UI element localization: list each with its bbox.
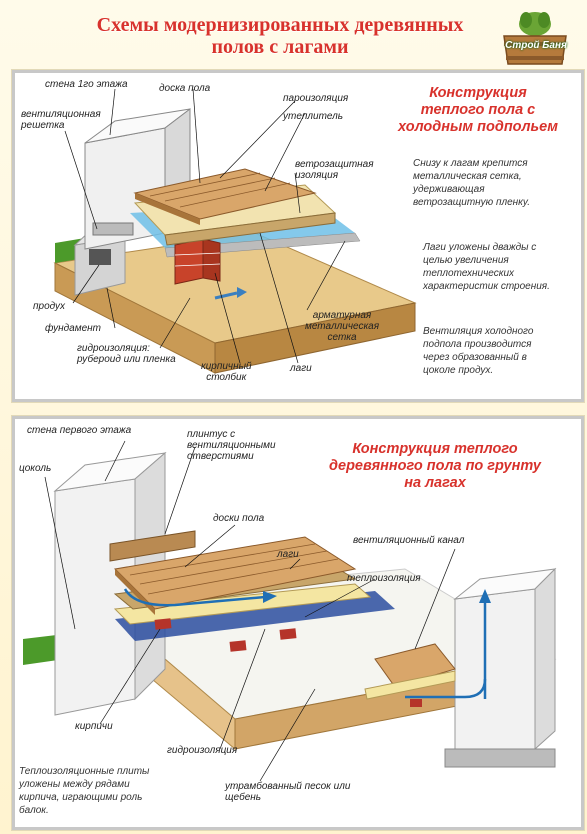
note-line: металлическая сетка, bbox=[413, 171, 522, 182]
diagram2-note-insulation: Теплоизоляционные плиты уложены между ря… bbox=[19, 765, 149, 817]
diagram1-note-mesh: Снизу к лагам крепится металлическая сет… bbox=[413, 157, 530, 209]
diagram1-heading: Конструкция теплого пола с холодным подп… bbox=[383, 85, 573, 136]
diagram2-heading: Конструкция теплого деревянного пола по … bbox=[315, 441, 555, 492]
diagram-panel-cold-subfloor: стена 1го этажа доска пола пароизоляция … bbox=[12, 70, 584, 402]
label-bricks: кирпичи bbox=[75, 721, 113, 732]
diagram2-heading-line-2: деревянного пола по грунту bbox=[329, 458, 541, 474]
label-joists: лаги bbox=[290, 363, 312, 374]
page-title: Схемы модернизированных деревянных полов… bbox=[40, 14, 520, 58]
diagram1-heading-line-1: Конструкция bbox=[429, 85, 527, 101]
diagram2-heading-line-3: на лагах bbox=[404, 475, 466, 491]
diagram1-note-joists: Лаги уложены дважды с целью увеличения т… bbox=[423, 241, 550, 293]
note-line: Вентиляция холодного bbox=[423, 326, 534, 337]
note-line: балок. bbox=[19, 805, 49, 816]
label-plinth: плинтус с вентиляционными отверстиями bbox=[187, 429, 276, 462]
note-line: характеристик строения. bbox=[423, 281, 550, 292]
label-waterproofing: гидроизоляция bbox=[167, 745, 238, 756]
ground-floor-illustration bbox=[23, 440, 557, 782]
label-brick-pillar-line-1: кирпичный bbox=[201, 361, 252, 372]
label-waterproofing-line-2: рубероид или пленка bbox=[77, 354, 176, 365]
label-floor-board: доска пола bbox=[159, 83, 211, 94]
label-wall-first-floor: стена первого этажа bbox=[27, 425, 132, 436]
note-line: ветрозащитную пленку. bbox=[413, 197, 531, 208]
note-line: Лаги уложены дважды с bbox=[423, 242, 537, 253]
label-waterproofing-line-1: гидроизоляция: bbox=[77, 343, 150, 354]
note-line: Снизу к лагам крепится bbox=[413, 158, 528, 169]
label-plinth-line-2: вентиляционными bbox=[187, 440, 276, 451]
label-brick-pillar-line-2: столбик bbox=[206, 372, 247, 383]
note-line: цоколе продух. bbox=[423, 365, 494, 376]
label-metal-mesh-line-3: сетка bbox=[327, 332, 357, 343]
note-line: удерживающая bbox=[413, 184, 485, 195]
label-wall-first-floor: стена 1го этажа bbox=[45, 79, 128, 90]
diagram1-heading-line-3: холодным подпольем bbox=[398, 119, 558, 135]
note-line: кирпича, играющими роль bbox=[19, 792, 143, 803]
label-wind-barrier-line-1: ветрозащитная bbox=[295, 159, 374, 170]
title-line-2: полов с лагами bbox=[211, 36, 349, 58]
label-waterproofing: гидроизоляция: рубероид или пленка bbox=[77, 343, 176, 365]
diagram-panel-ground-floor: стена первого этажа плинтус с вентиляцио… bbox=[12, 416, 584, 830]
label-plinth-line-3: отверстиями bbox=[187, 451, 254, 462]
note-line: целью увеличения bbox=[423, 255, 509, 266]
label-vent-grille: вентиляционная решетка bbox=[21, 109, 101, 131]
note-line: подпола производится bbox=[423, 339, 532, 350]
label-thermal-insulation: теплоизоляция bbox=[347, 573, 421, 584]
logo-text: Строй Баня bbox=[505, 40, 567, 51]
diagram2-heading-line-1: Конструкция теплого bbox=[352, 441, 518, 457]
label-metal-mesh-line-2: металлическая bbox=[305, 321, 380, 332]
label-floor-boards: доски пола bbox=[213, 513, 265, 524]
label-foundation: фундамент bbox=[45, 323, 101, 334]
label-vent-grille-line-2: решетка bbox=[21, 120, 65, 131]
label-sand-gravel: утрамбованный песок или щебень bbox=[225, 781, 350, 803]
label-wind-barrier: ветрозащитная изоляция bbox=[295, 159, 374, 181]
logo-icon bbox=[503, 12, 567, 65]
label-plinth-line-1: плинтус с bbox=[187, 429, 236, 440]
label-insulation: утеплитель bbox=[283, 111, 344, 122]
label-metal-mesh-line-1: арматурная bbox=[312, 310, 372, 321]
label-vent-hole: продух bbox=[33, 301, 66, 312]
diagram1-heading-line-2: теплого пола с bbox=[420, 102, 536, 118]
diagram1-note-ventilation: Вентиляция холодного подпола производитс… bbox=[423, 325, 533, 377]
note-line: теплотехнических bbox=[423, 268, 515, 279]
label-socle: цоколь bbox=[19, 463, 52, 474]
label-sand-gravel-line-2: щебень bbox=[225, 792, 262, 803]
label-brick-pillar: кирпичный столбик bbox=[201, 361, 252, 383]
note-line: Теплоизоляционные плиты bbox=[19, 766, 150, 777]
label-vent-grille-line-1: вентиляционная bbox=[21, 109, 101, 120]
label-vent-channel: вентиляционный канал bbox=[353, 535, 465, 546]
cold-subfloor-illustration bbox=[53, 88, 417, 374]
title-line-1: Схемы модернизированных деревянных bbox=[96, 14, 464, 36]
label-sand-gravel-line-1: утрамбованный песок или bbox=[225, 781, 351, 792]
label-vapor-barrier: пароизоляция bbox=[283, 93, 349, 104]
label-wind-barrier-line-2: изоляция bbox=[295, 170, 339, 181]
note-line: уложены между рядами bbox=[19, 779, 130, 790]
note-line: через образованный в bbox=[423, 352, 527, 363]
label-joists: лаги bbox=[277, 549, 299, 560]
label-metal-mesh: арматурная металлическая сетка bbox=[305, 310, 379, 343]
